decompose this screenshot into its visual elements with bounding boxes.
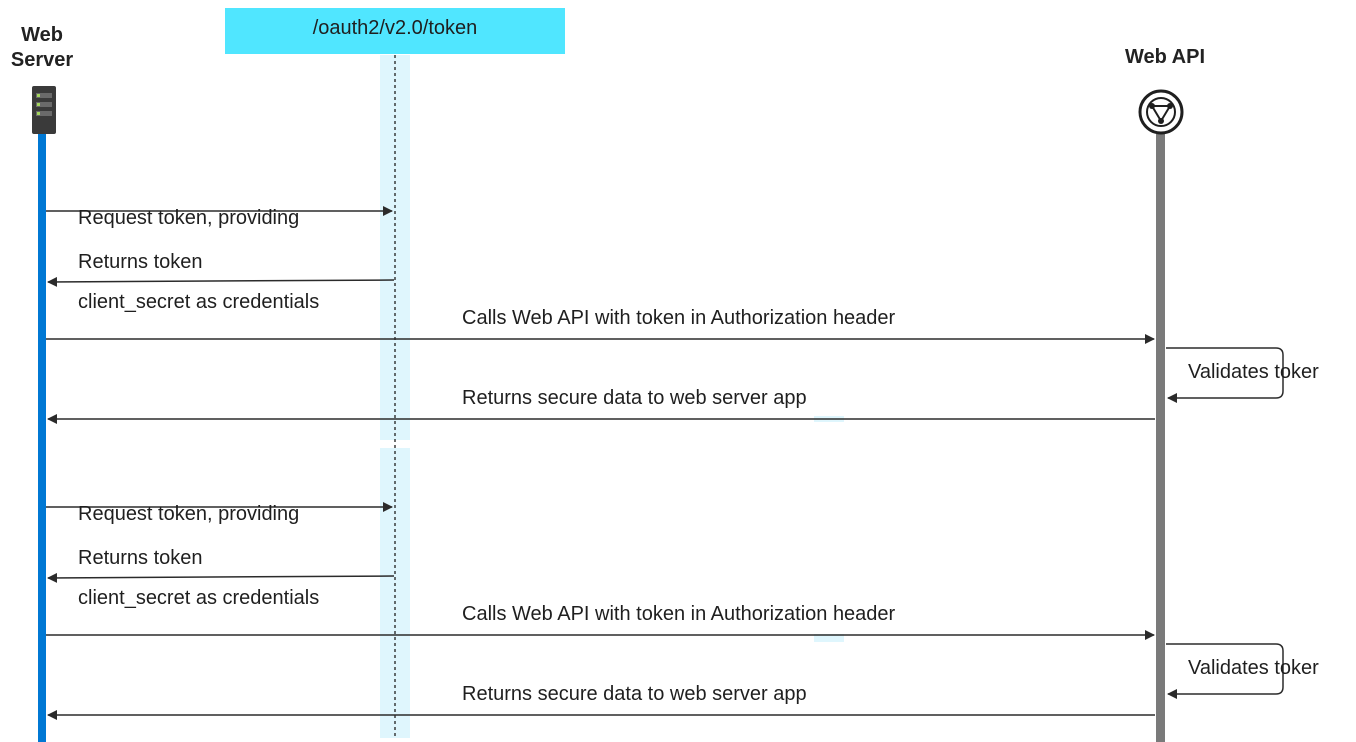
arrow-validates-2 <box>1166 643 1284 699</box>
web-api-label: Web API <box>1124 46 1205 68</box>
web-api-lifeline <box>1156 134 1165 742</box>
arrow-returns-token-1 <box>47 276 395 287</box>
endpoint-activation-bar-2 <box>380 448 410 738</box>
arrow-returns-token-2 <box>47 572 395 583</box>
msg-returns-data-1: Returns secure data to web server app <box>462 387 807 409</box>
msg-request-token-2-line1: Request token, providing <box>78 503 300 525</box>
endpoint-label: /oauth2/v2.0/token <box>312 17 478 39</box>
msg-returns-token-1: Returns token <box>78 251 203 273</box>
msg-request-token-2: Request token, providing client_secret a… <box>78 444 319 640</box>
msg-validates-2: Validates toker <box>1188 657 1319 679</box>
msg-calls-api-1: Calls Web API with token in Authorizatio… <box>462 307 896 329</box>
msg-calls-api-2: Calls Web API with token in Authorizatio… <box>462 603 896 625</box>
globe-api-icon <box>1138 89 1184 135</box>
server-icon <box>32 86 56 134</box>
web-server-label-line1: Web <box>21 24 63 46</box>
msg-returns-token-2: Returns token <box>78 547 203 569</box>
web-server-label-line2: Server <box>10 49 74 71</box>
web-server-lifeline <box>38 134 46 742</box>
web-server-label: Web Server <box>4 23 80 73</box>
msg-validates-1: Validates toker <box>1188 361 1319 383</box>
endpoint-header: /oauth2/v2.0/token <box>225 8 565 54</box>
arrow-validates-1 <box>1166 347 1284 403</box>
msg-request-token-1-line2: client_secret as credentials <box>78 291 320 313</box>
msg-returns-data-2: Returns secure data to web server app <box>462 683 807 705</box>
msg-request-token-2-line2: client_secret as credentials <box>78 587 320 609</box>
msg-request-token-1: Request token, providing client_secret a… <box>78 148 319 344</box>
msg-request-token-1-line1: Request token, providing <box>78 207 300 229</box>
